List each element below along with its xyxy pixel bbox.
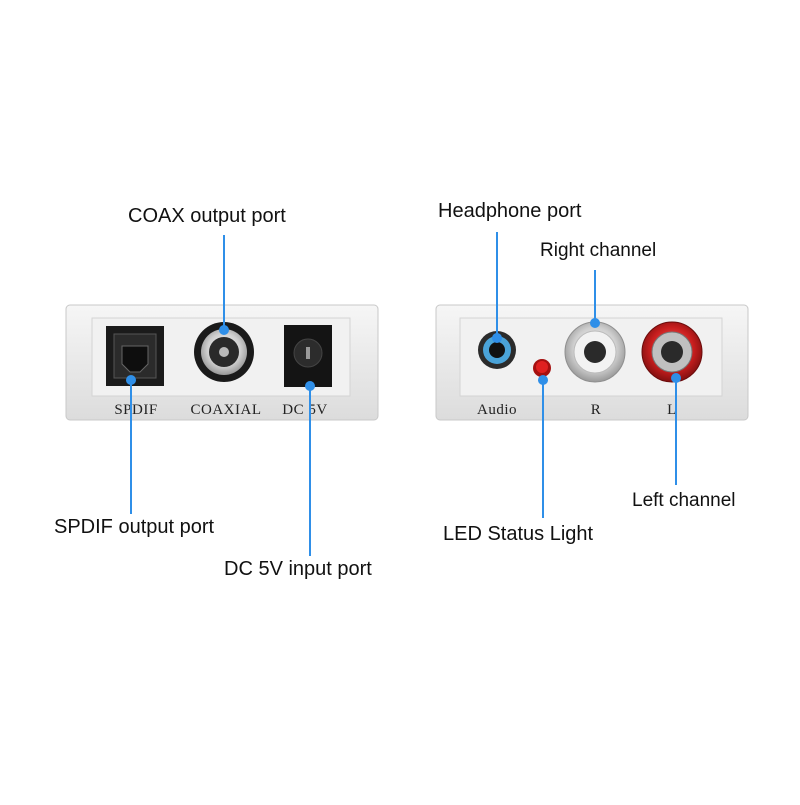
- audio-port-label: Audio: [477, 402, 517, 418]
- left-channel-leader-dot: [672, 374, 680, 382]
- headphone-leader-dot: [493, 334, 501, 342]
- headphone-port-socket: [489, 342, 505, 358]
- spdif-output-callout: SPDIF output port: [54, 516, 214, 539]
- dc-port-pin: [306, 347, 310, 359]
- coaxial-port-label: COAXIAL: [191, 402, 262, 418]
- headphone-callout: Headphone port: [438, 200, 581, 223]
- led-indicator-lens: [536, 361, 548, 373]
- led-leader-dot: [539, 376, 547, 384]
- dc-input-callout: DC 5V input port: [224, 558, 372, 581]
- coax-output-callout: COAX output port: [128, 205, 286, 228]
- right-channel-port-socket: [584, 341, 606, 363]
- right-channel-port: [565, 322, 625, 382]
- dc-port-label: DC 5V: [282, 402, 327, 418]
- led-status-callout: LED Status Light: [443, 523, 593, 546]
- spdif-port-shutter: [122, 346, 148, 372]
- coaxial-port-pin: [219, 347, 229, 357]
- right-channel-callout: Right channel: [540, 240, 656, 262]
- dc-leader-dot: [306, 382, 314, 390]
- left-channel-port-socket: [661, 341, 683, 363]
- right-channel-leader-dot: [591, 319, 599, 327]
- spdif-leader-dot: [127, 376, 135, 384]
- left-channel-callout: Left channel: [632, 490, 736, 512]
- left-channel-port: [642, 322, 702, 382]
- r-port-label: R: [591, 402, 602, 418]
- coax-leader-dot: [220, 326, 228, 334]
- dc-port: [284, 325, 332, 387]
- spdif-port-label: SPDIF: [114, 402, 157, 418]
- left-device: SPDIF COAXIAL DC 5V: [66, 305, 378, 420]
- led-indicator: [533, 359, 551, 377]
